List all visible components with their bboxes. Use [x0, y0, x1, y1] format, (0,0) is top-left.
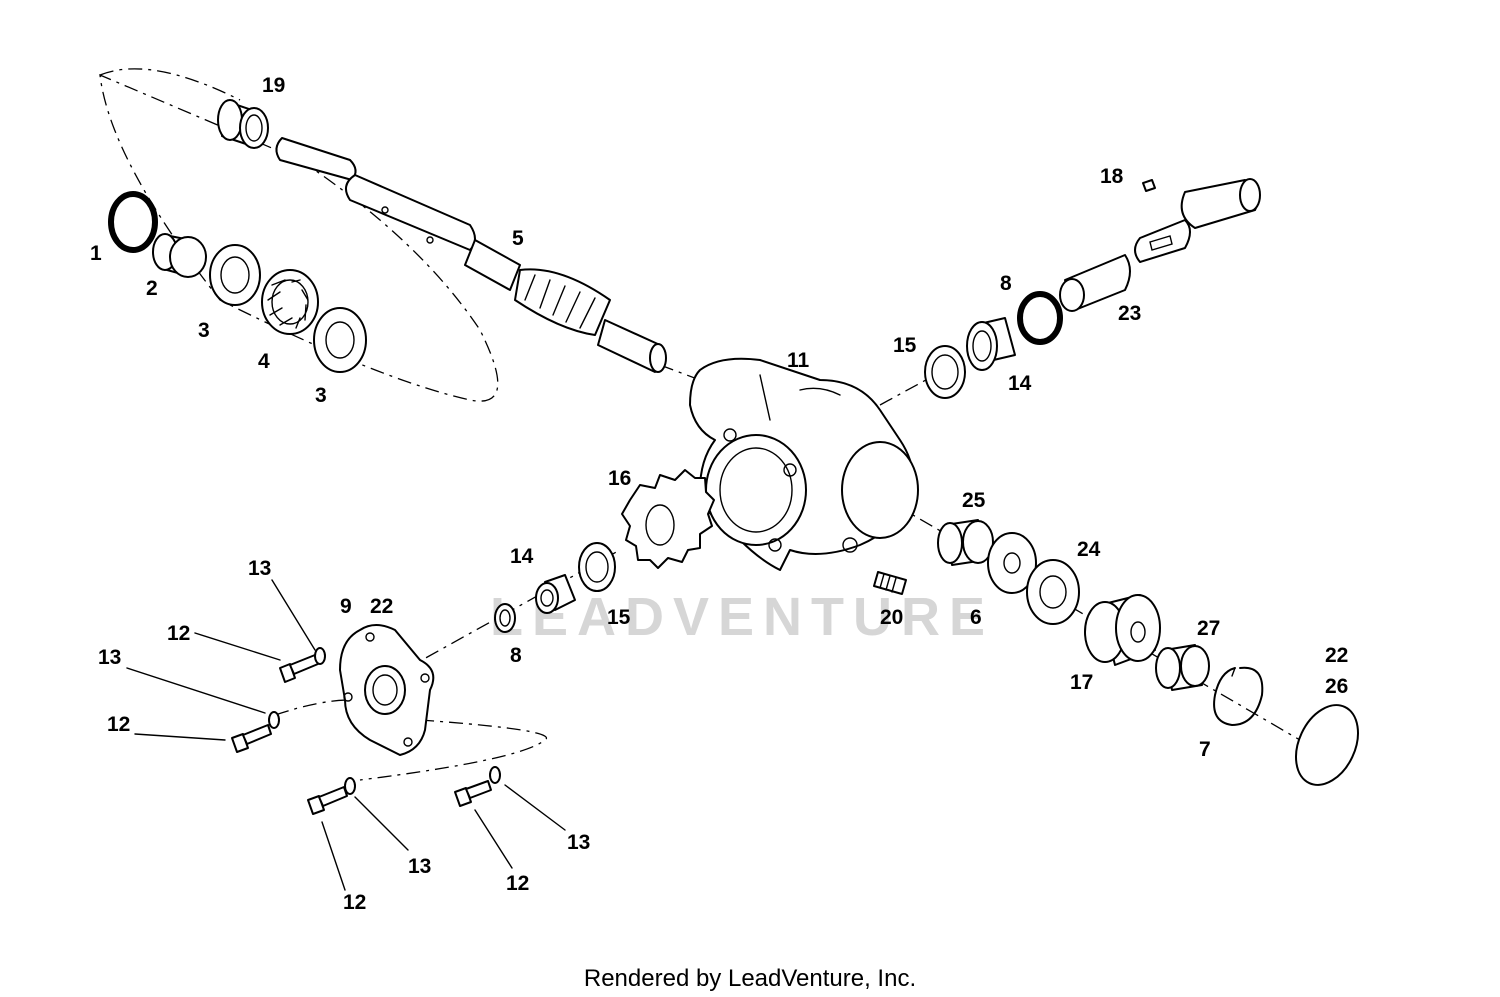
- part-13-lockwasher-a: [314, 647, 326, 665]
- callout-22b: 22: [1325, 644, 1348, 667]
- part-23-axle: [1059, 178, 1261, 312]
- worm-axis-line: [659, 364, 701, 381]
- part-12-bolt-b: [231, 724, 272, 753]
- callout-17: 17: [1070, 671, 1093, 694]
- group-outline: [99, 68, 499, 402]
- callout-3a: 3: [198, 319, 210, 342]
- output-axis-line: [869, 489, 1301, 741]
- part-27-bushing: [1155, 644, 1210, 691]
- callout-27: 27: [1197, 617, 1220, 640]
- part-7-snap-ring: [1213, 666, 1264, 726]
- callout-14a: 14: [1008, 372, 1032, 395]
- callout-18: 18: [1100, 165, 1124, 188]
- leader-lines: [126, 579, 566, 891]
- part-24-washer: [1026, 559, 1080, 625]
- footer-credit: Rendered by LeadVenture, Inc.: [584, 965, 916, 992]
- callout-13c: 13: [408, 855, 431, 878]
- part-12-bolt-a: [279, 654, 319, 683]
- callout-13a: 13: [248, 557, 271, 580]
- part-26-end-cap: [1295, 704, 1359, 786]
- part-12-bolt-c: [307, 786, 348, 815]
- part-16-spur-gear: [621, 469, 715, 569]
- callout-13b: 13: [98, 646, 121, 669]
- callout-12c: 12: [343, 891, 366, 914]
- callout-16: 16: [608, 467, 631, 490]
- part-3-washer-a: [209, 244, 261, 306]
- callout-7: 7: [1199, 738, 1211, 761]
- part-14-flange-bushing-upper: [966, 317, 1016, 371]
- callout-13d: 13: [567, 831, 590, 854]
- part-17-spacer: [1084, 594, 1161, 666]
- part-14-flange-bushing-lower: [535, 574, 576, 614]
- part-15-washer-upper: [924, 345, 966, 399]
- part-18-key: [1142, 179, 1156, 192]
- callout-6: 6: [970, 606, 982, 629]
- callout-9: 9: [340, 595, 352, 618]
- part-20-set-screw: [873, 571, 907, 595]
- callout-23: 23: [1118, 302, 1141, 325]
- part-8-seal-upper: [1017, 291, 1063, 345]
- callout-8b: 8: [1000, 272, 1012, 295]
- axle-axis-line-upper: [879, 374, 936, 406]
- callout-2: 2: [146, 277, 158, 300]
- callout-26: 26: [1325, 675, 1348, 698]
- callout-15a: 15: [893, 334, 917, 357]
- part-13-lockwasher-d: [489, 766, 501, 784]
- part-12-bolt-d: [454, 780, 492, 807]
- callout-11: 11: [787, 349, 810, 372]
- part-5-worm-shaft: [275, 137, 667, 373]
- callout-22a: 22: [370, 595, 393, 618]
- part-19-bushing: [217, 99, 269, 149]
- callout-5: 5: [512, 227, 524, 250]
- callout-12b: 12: [107, 713, 130, 736]
- callout-8a: 8: [510, 644, 522, 667]
- part-3-washer-b: [313, 307, 367, 373]
- part-15-washer-lower: [578, 542, 616, 592]
- callout-1: 1: [90, 242, 102, 265]
- callout-25: 25: [962, 489, 986, 512]
- callout-20: 20: [880, 606, 903, 629]
- part-1-seal: [108, 191, 158, 253]
- part-2-bushing: [152, 233, 207, 278]
- part-25-bushing: [937, 519, 994, 566]
- part-8-seal-lower: [494, 603, 516, 633]
- callout-24: 24: [1077, 538, 1101, 561]
- part-4-thrust-bearing: [261, 269, 319, 335]
- part-11-gear-housing: [689, 357, 919, 571]
- callout-3b: 3: [315, 384, 327, 407]
- part-13-lockwasher-b: [268, 711, 280, 729]
- callout-19: 19: [262, 74, 285, 97]
- part-6-washer: [987, 532, 1037, 594]
- part-13-lockwasher-c: [344, 777, 356, 795]
- callout-labels: 19 1 2 3 4 3 5 18 8 23 11 15 14 16 25 24…: [90, 74, 1348, 914]
- part-9-cover-plate: [339, 624, 435, 756]
- callout-4: 4: [258, 350, 270, 373]
- callout-12d: 12: [506, 872, 529, 895]
- callout-12a: 12: [167, 622, 190, 645]
- callout-15b: 15: [607, 606, 631, 629]
- callout-14b: 14: [510, 545, 534, 568]
